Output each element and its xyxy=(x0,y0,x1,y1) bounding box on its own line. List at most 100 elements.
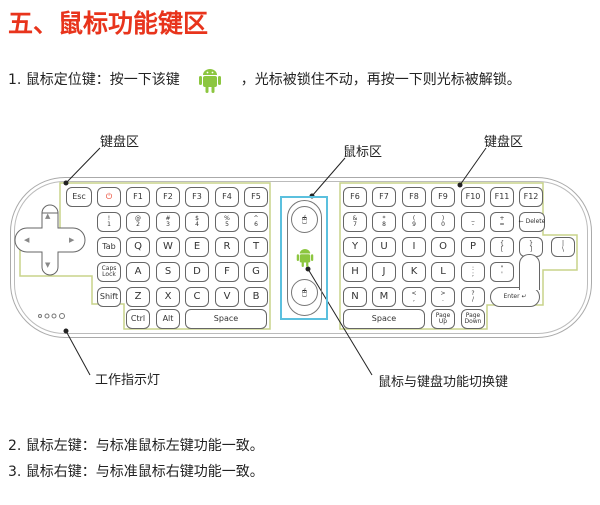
key-q[interactable]: Q xyxy=(126,237,150,257)
key-k[interactable]: K xyxy=(402,262,426,282)
key-%-5[interactable]: % 5 xyxy=(215,212,239,232)
instruction-1: 1. 鼠标定位键：按一下该键 ，光标被锁住不动，再按一下则光标被解锁。 xyxy=(8,68,521,93)
key-x[interactable]: X xyxy=(156,287,180,307)
mouse-right-icon: 🖰 xyxy=(301,287,308,298)
key-f12[interactable]: F12 xyxy=(519,187,543,207)
key-⏻[interactable]: ⏻ xyxy=(97,187,121,207)
key-l[interactable]: L xyxy=(431,262,455,282)
instruction-1-b: ，光标被锁住不动，再按一下则光标被解锁。 xyxy=(240,72,521,88)
key-*-8[interactable]: * 8 xyxy=(372,212,396,232)
key-y[interactable]: Y xyxy=(343,237,367,257)
key-page-up[interactable]: Page Up xyxy=(431,309,455,329)
key-&-7[interactable]: & 7 xyxy=(343,212,367,232)
key-e[interactable]: E xyxy=(185,237,209,257)
instruction-3: 3. 鼠标右键：与标准鼠标右键功能一致。 xyxy=(8,464,264,480)
key-caps-lock[interactable]: Caps Lock xyxy=(97,262,121,282)
indicator-lights xyxy=(38,313,65,319)
key-o[interactable]: O xyxy=(431,237,455,257)
label-mouse-area: 鼠标区 xyxy=(343,145,383,160)
key-i[interactable]: I xyxy=(402,237,426,257)
key-p[interactable]: P xyxy=(461,237,485,257)
key-alt[interactable]: Alt xyxy=(156,309,180,329)
key-u[interactable]: U xyxy=(372,237,396,257)
key-tab[interactable]: Tab xyxy=(97,237,121,257)
dpad-down[interactable]: ▼ xyxy=(45,261,51,269)
key-enter-top[interactable] xyxy=(519,254,540,290)
key-)-0[interactable]: ) 0 xyxy=(431,212,455,232)
label-keyboard-right: 键盘区 xyxy=(484,135,524,150)
key-w[interactable]: W xyxy=(156,237,180,257)
key-m[interactable]: M xyxy=(372,287,396,307)
key-esc[interactable]: Esc xyxy=(66,187,92,207)
keyboard-body-inner xyxy=(14,181,588,334)
key-#-3[interactable]: # 3 xyxy=(156,212,180,232)
key-{-[[interactable]: { [ xyxy=(490,237,514,257)
key-z[interactable]: Z xyxy=(126,287,150,307)
key-a[interactable]: A xyxy=(126,262,150,282)
key-d[interactable]: D xyxy=(185,262,209,282)
mouse-left-icon: 🖰 xyxy=(301,214,308,225)
key-^-6[interactable]: ^ 6 xyxy=(244,212,268,232)
key-t[interactable]: T xyxy=(244,237,268,257)
key-f4[interactable]: F4 xyxy=(215,187,239,207)
key-f5[interactable]: F5 xyxy=(244,187,268,207)
mouse-pill xyxy=(287,200,322,316)
section-title: 五、鼠标功能键区 xyxy=(8,9,209,38)
mouse-right-button[interactable]: 🖰 xyxy=(291,279,318,306)
android-icon xyxy=(198,68,222,93)
key-$-4[interactable]: $ 4 xyxy=(185,212,209,232)
key-f8[interactable]: F8 xyxy=(402,187,426,207)
key-(-9[interactable]: ( 9 xyxy=(402,212,426,232)
key-"-'[interactable]: " ' xyxy=(490,262,514,282)
dpad xyxy=(14,204,86,276)
key-b[interactable]: B xyxy=(244,287,268,307)
key-f9[interactable]: F9 xyxy=(431,187,455,207)
key-:-;[interactable]: : ; xyxy=(461,262,485,282)
key->-.[interactable]: > . xyxy=(431,287,455,307)
key-ctrl[interactable]: Ctrl xyxy=(126,309,150,329)
mouse-left-button[interactable]: 🖰 xyxy=(291,206,318,233)
key-f[interactable]: F xyxy=(215,262,239,282)
key-space[interactable]: Space xyxy=(343,309,425,329)
label-keyboard-left: 键盘区 xyxy=(100,135,140,150)
key-f10[interactable]: F10 xyxy=(461,187,485,207)
key-f2[interactable]: F2 xyxy=(156,187,180,207)
key-page-down[interactable]: Page Down xyxy=(461,309,485,329)
key-+-=[interactable]: + = xyxy=(490,212,514,232)
key-n[interactable]: N xyxy=(343,287,367,307)
android-icon xyxy=(296,249,314,267)
dpad-left[interactable]: ◀ xyxy=(24,236,30,244)
key-space[interactable]: Space xyxy=(185,309,267,329)
key-shift[interactable]: Shift xyxy=(97,287,121,307)
dpad-right[interactable]: ▶ xyxy=(69,236,75,244)
key-|-\[interactable]: | \ xyxy=(551,237,575,257)
mouse-switch-android-key[interactable] xyxy=(296,248,314,272)
key-s[interactable]: S xyxy=(156,262,180,282)
key-f7[interactable]: F7 xyxy=(372,187,396,207)
key-j[interactable]: J xyxy=(372,262,396,282)
key-!-1[interactable]: ! 1 xyxy=(97,212,121,232)
key-g[interactable]: G xyxy=(244,262,268,282)
key-h[interactable]: H xyxy=(343,262,367,282)
dpad-up[interactable]: ▲ xyxy=(45,212,51,220)
label-indicator: 工作指示灯 xyxy=(95,373,161,388)
key-_--[interactable]: _ - xyxy=(461,212,485,232)
key-f3[interactable]: F3 xyxy=(185,187,209,207)
key-enter[interactable]: Enter ↵ xyxy=(490,287,540,307)
key-c[interactable]: C xyxy=(185,287,209,307)
key-←-delete[interactable]: ← Delete xyxy=(519,212,545,232)
key-r[interactable]: R xyxy=(215,237,239,257)
label-switch-key: 鼠标与键盘功能切换键 xyxy=(378,375,509,390)
key-f1[interactable]: F1 xyxy=(126,187,150,207)
key-f6[interactable]: F6 xyxy=(343,187,367,207)
key-f11[interactable]: F11 xyxy=(490,187,514,207)
instruction-1-a: 1. 鼠标定位键：按一下该键 xyxy=(8,72,180,88)
instruction-2: 2. 鼠标左键：与标准鼠标左键功能一致。 xyxy=(8,438,264,454)
key-?-/[interactable]: ? / xyxy=(461,287,485,307)
key-<-,[interactable]: < , xyxy=(402,287,426,307)
key-@-2[interactable]: @ 2 xyxy=(126,212,150,232)
key-v[interactable]: V xyxy=(215,287,239,307)
mouse-area xyxy=(280,196,328,320)
